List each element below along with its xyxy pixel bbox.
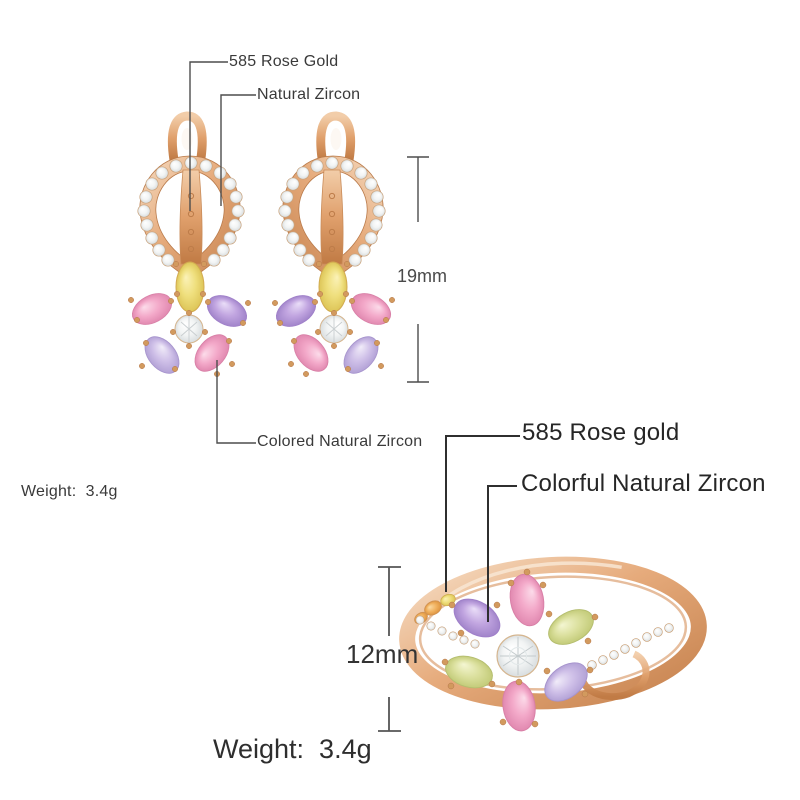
earring-flower-stone-label: Colored Natural Zircon [257, 433, 423, 450]
dimension-line-19mm [407, 156, 429, 383]
earrings-weight-label: Weight: 3.4g [21, 483, 118, 500]
leader-line-ring-material [445, 435, 520, 592]
ring-stone-label: Colorful Natural Zircon [521, 470, 766, 497]
earrings-image [127, 116, 396, 380]
ring-weight-label: Weight: 3.4g [213, 734, 372, 764]
right-earring [271, 116, 396, 380]
earring-material-label: 585 Rose Gold [229, 53, 339, 70]
leader-line-ring-stone [487, 485, 517, 622]
earring-leader-lines [189, 61, 256, 444]
ring-pave [415, 615, 674, 670]
ring-height-dimension: 12mm [346, 639, 419, 669]
ring-leader-lines [445, 435, 520, 622]
leader-line-earring-material [189, 61, 228, 211]
earring-stone-label: Natural Zircon [257, 86, 361, 103]
ring-material-label: 585 Rose gold [522, 419, 680, 446]
ring-image [399, 556, 707, 732]
leader-line-earring-stone [220, 94, 256, 206]
leader-line-earring-flower-stone [216, 360, 256, 444]
dimension-line-12mm [378, 566, 401, 732]
earring-height-dimension: 19mm [397, 266, 448, 286]
